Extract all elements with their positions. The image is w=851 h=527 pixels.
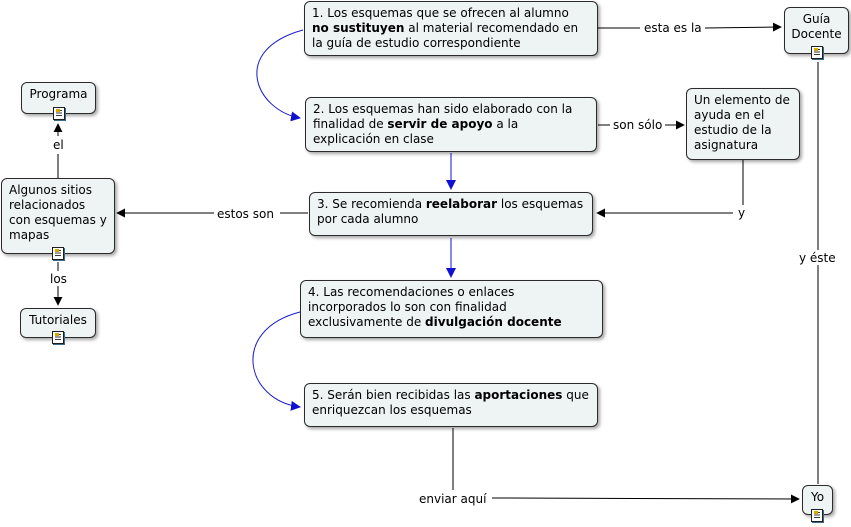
concept-esquema-1[interactable]: 1. Los esquemas que se ofrecen al alumno… <box>304 1 598 56</box>
document-icon[interactable] <box>52 331 64 344</box>
link-label-los: los <box>47 272 70 286</box>
concept-tutoriales[interactable]: Tutoriales <box>20 308 96 344</box>
link-label-son-solo: son sólo <box>610 118 666 132</box>
concept-esquema-4[interactable]: 4. Las recomendaciones o enlaces incorpo… <box>300 280 603 338</box>
link-label-y: y <box>735 206 749 220</box>
link-label-el: el <box>50 138 67 152</box>
concept-sitios-relacionados[interactable]: Algunos sitios relacionados con esquemas… <box>1 178 115 260</box>
concept-esquema-2[interactable]: 2. Los esquemas han sido elaborado con l… <box>305 97 597 152</box>
concept-esquema-3[interactable]: 3. Se recomienda reelaborar los esquemas… <box>309 192 593 236</box>
concept-yo[interactable]: Yo <box>802 485 833 522</box>
concept-esquema-5[interactable]: 5. Serán bien recibidas las aportaciones… <box>304 383 598 427</box>
concept-programa[interactable]: Programa <box>21 82 96 120</box>
link-label-y-este: y éste <box>796 251 839 265</box>
link-label-enviar-aqui: enviar aquí <box>416 492 490 506</box>
document-icon[interactable] <box>53 107 65 120</box>
concept-elemento-ayuda[interactable]: Un elemento de ayuda en el estudio de la… <box>686 88 800 160</box>
link-enviar-out <box>491 494 800 504</box>
curve-4-to-5 <box>252 311 301 411</box>
document-icon[interactable] <box>811 46 823 59</box>
document-icon[interactable] <box>811 509 823 522</box>
curve-1-to-2 <box>256 29 304 122</box>
link-label-esta-es-la: esta es la <box>641 21 705 35</box>
link-esta-es-la-out <box>704 22 782 32</box>
document-icon[interactable] <box>52 247 64 260</box>
link-label-estos-son: estos son <box>214 207 277 221</box>
concept-guia-docente[interactable]: Guía Docente <box>784 7 849 59</box>
